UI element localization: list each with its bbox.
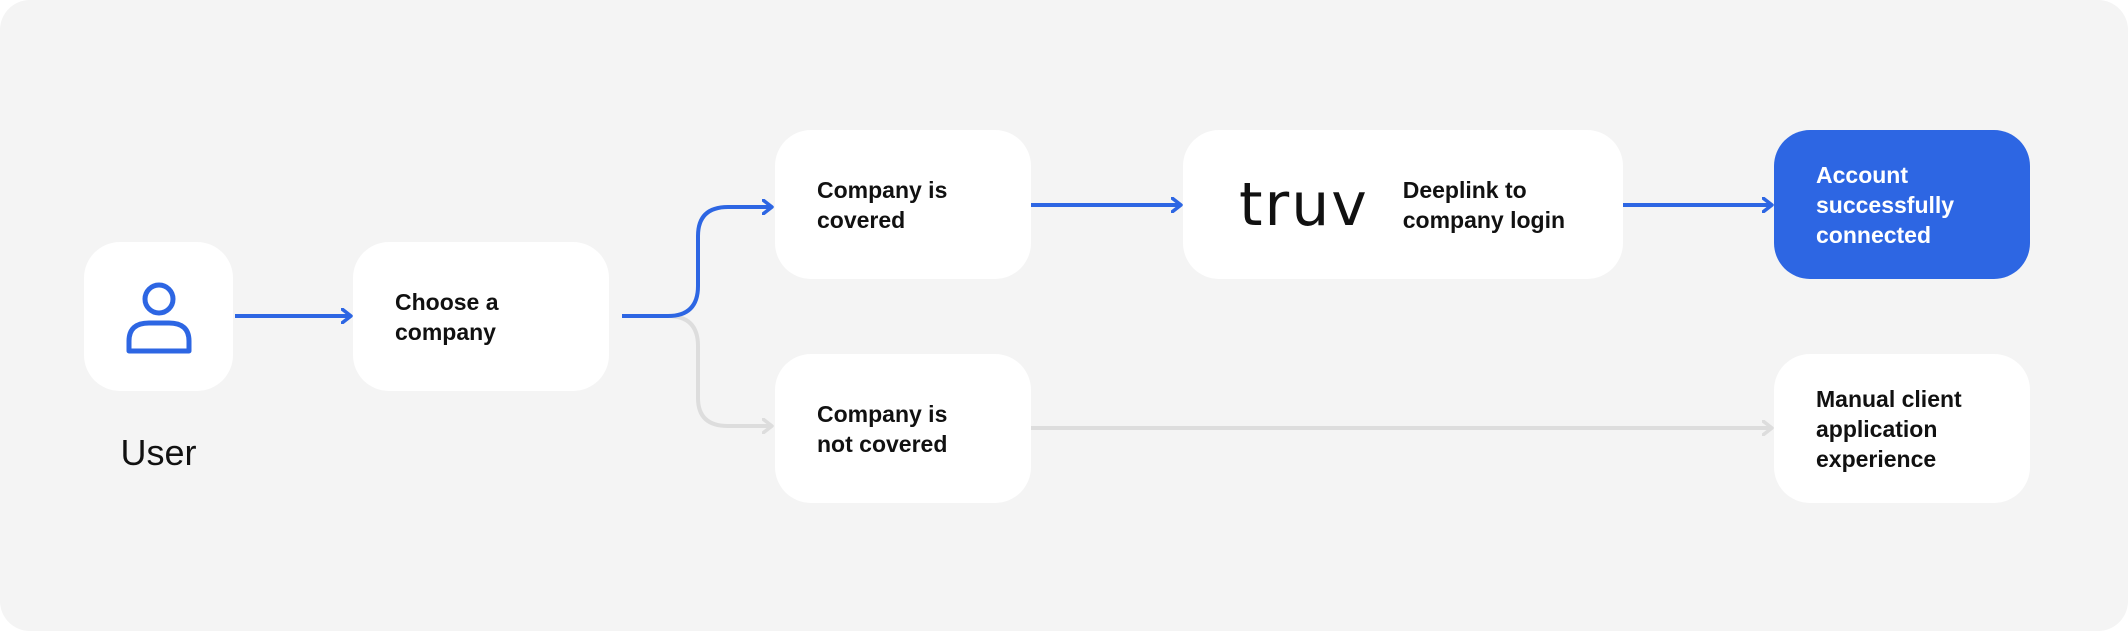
node-company-covered: Company is covered [775, 130, 1031, 279]
node-account-connected-label: Account successfully connected [1816, 161, 1955, 248]
node-company-not-covered: Company is not covered [775, 354, 1031, 503]
node-deeplink-label: Deeplink to company login [1402, 176, 1566, 233]
node-manual-experience-label: Manual client application experience [1816, 385, 1962, 472]
node-account-connected: Account successfully connected [1774, 130, 2030, 279]
connector-choose-to-covered [622, 207, 772, 318]
node-company-not-covered-label: Company is not covered [817, 400, 948, 457]
node-manual-experience: Manual client application experience [1774, 354, 2030, 503]
connector-choose-to-not-covered [622, 314, 772, 426]
user-caption: User [120, 432, 197, 473]
user-icon [126, 282, 191, 353]
node-company-covered-label: Company is covered [817, 176, 948, 233]
node-choose-company: Choose a company [353, 242, 609, 391]
truv-logo: truv [1239, 169, 1369, 240]
node-choose-company-label: Choose a company [395, 288, 499, 345]
user-node [84, 242, 233, 391]
node-deeplink: truv Deeplink to company login [1183, 130, 1623, 279]
